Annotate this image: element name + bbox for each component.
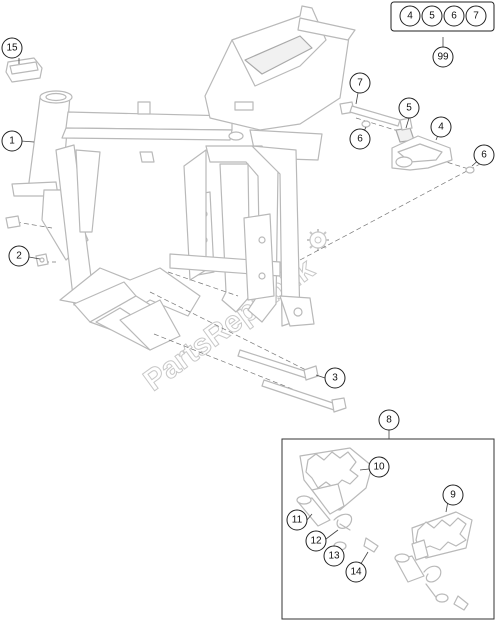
svg-text:13: 13 — [328, 551, 340, 562]
bump-stop-part — [5, 57, 43, 83]
svg-text:7: 7 — [357, 78, 363, 89]
callout-13[interactable]: 13 — [323, 545, 345, 567]
side-stand-parts — [339, 101, 475, 174]
svg-text:11: 11 — [292, 515, 303, 526]
kit-number-7: 7 — [465, 5, 487, 27]
callout-14[interactable]: 14 — [345, 561, 367, 583]
callout-5[interactable]: 5 — [398, 97, 420, 119]
callout-1[interactable]: 1 — [1, 130, 23, 152]
svg-text:8: 8 — [386, 415, 392, 426]
callout-7[interactable]: 7 — [349, 72, 371, 94]
kit-number-5: 5 — [421, 5, 443, 27]
callout-9[interactable]: 9 — [442, 484, 464, 506]
svg-text:6: 6 — [357, 134, 363, 145]
svg-text:4: 4 — [438, 122, 444, 133]
kit-number-6: 6 — [443, 5, 465, 27]
svg-text:14: 14 — [350, 567, 362, 578]
footrest-parts — [296, 447, 473, 611]
kit-total-99: 99 — [432, 46, 454, 68]
svg-text:6: 6 — [481, 150, 487, 161]
svg-text:99: 99 — [437, 52, 449, 63]
frame — [11, 5, 356, 351]
gear-icon — [307, 229, 329, 251]
callout-11[interactable]: 11 — [286, 509, 308, 531]
svg-text:3: 3 — [332, 373, 338, 384]
svg-text:9: 9 — [450, 490, 456, 501]
svg-text:5: 5 — [406, 103, 412, 114]
callout-3[interactable]: 3 — [324, 367, 346, 389]
svg-text:5: 5 — [429, 11, 435, 22]
svg-text:10: 10 — [373, 462, 385, 473]
svg-text:12: 12 — [310, 536, 322, 547]
svg-text:4: 4 — [407, 11, 413, 22]
footrest-kit-box — [281, 430, 495, 620]
svg-text:15: 15 — [6, 43, 18, 54]
svg-text:7: 7 — [473, 11, 479, 22]
callout-6-right[interactable]: 6 — [473, 144, 495, 166]
callout-4[interactable]: 4 — [430, 116, 452, 138]
kit-box-frame — [281, 438, 495, 620]
callout-12[interactable]: 12 — [305, 530, 327, 552]
kit-number-4: 4 — [399, 5, 421, 27]
callout-6-left[interactable]: 6 — [349, 128, 371, 150]
kit-number-box: 4 5 6 7 99 — [390, 1, 495, 68]
svg-text:2: 2 — [16, 251, 22, 262]
callout-15[interactable]: 15 — [1, 37, 23, 59]
callout-8[interactable]: 8 — [378, 409, 400, 431]
svg-text:1: 1 — [9, 136, 15, 147]
callout-2[interactable]: 2 — [8, 245, 30, 267]
callout-10[interactable]: 10 — [368, 456, 390, 478]
long-bolts-part-3 — [237, 349, 347, 413]
bolt-nut-part-2 — [5, 215, 49, 267]
svg-text:6: 6 — [451, 11, 457, 22]
